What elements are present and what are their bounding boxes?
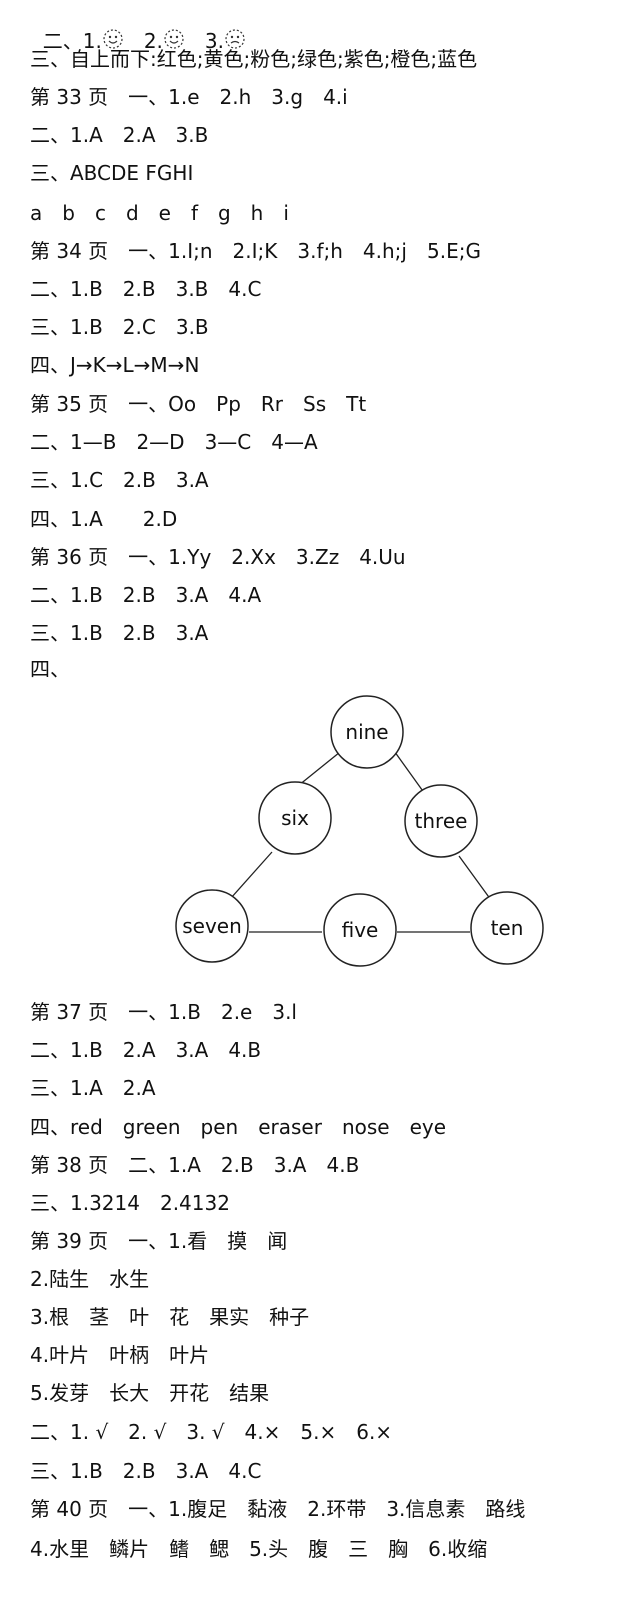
answer-line: 三、1.B 2.C 3.B [30, 315, 209, 339]
line-text: 2. [143, 29, 163, 53]
answer-line: 二、1.B 2.A 3.A 4.B [30, 1038, 262, 1062]
answer-line: 4.水里 鳞片 鳍 鳃 5.头 腹 三 胸 6.收缩 [30, 1537, 488, 1561]
answer-line: 第 40 页 一、1.腹足 黏液 2.环带 3.信息素 路线 [30, 1497, 526, 1521]
edge-line [391, 747, 426, 795]
node-label-six: six [281, 806, 309, 830]
answer-line: 第 34 页 一、1.I;n 2.I;K 3.f;h 4.h;j 5.E;G [30, 239, 481, 263]
answer-line: 三、1.A 2.A [30, 1076, 156, 1100]
answer-line: 5.发芽 长大 开花 结果 [30, 1381, 270, 1405]
node-circle-seven [175, 889, 249, 963]
answer-line: 四、1.A 2.D [30, 507, 178, 531]
smiley-face-icon [102, 28, 124, 56]
answer-line: 第 37 页 一、1.B 2.e 3.l [30, 1000, 297, 1024]
node-circle-nine [330, 695, 404, 769]
smiley-face-icon [163, 28, 185, 56]
edge-line [458, 855, 492, 901]
answer-line: 三、ABCDE FGHI [30, 161, 194, 185]
node-circle-five [323, 893, 397, 967]
answer-line: 四、 [30, 657, 70, 681]
answer-line: 三、1.3214 2.4132 [30, 1191, 230, 1215]
node-label-nine: nine [345, 720, 388, 744]
node-label-five: five [342, 918, 379, 942]
node-label-three: three [415, 809, 468, 833]
answer-line: 四、red green pen eraser nose eye [30, 1115, 447, 1139]
node-label-ten: ten [491, 916, 524, 940]
answer-line: 四、J→K→L→M→N [30, 353, 200, 377]
answer-line: a b c d e f g h i [30, 201, 289, 225]
line-text: 二、1. [42, 29, 102, 53]
node-label-seven: seven [182, 914, 242, 938]
node-circle-ten [470, 891, 544, 965]
answer-line: 第 39 页 一、1.看 摸 闻 [30, 1229, 288, 1253]
node-circle-three [404, 784, 478, 858]
answer-line: 第 36 页 一、1.Yy 2.Xx 3.Zz 4.Uu [30, 545, 406, 569]
edge-line [230, 851, 273, 899]
answer-line: 第 35 页 一、Oo Pp Rr Ss Tt [30, 392, 367, 416]
answer-line: 3.根 茎 叶 花 果实 种子 [30, 1305, 310, 1329]
answer-line: 第 33 页 一、1.e 2.h 3.g 4.i [30, 85, 348, 109]
answer-line: 2.陆生 水生 [30, 1267, 150, 1291]
answer-line-1: 二、1. 2. 3. [30, 2, 246, 56]
answer-line: 三、1.B 2.B 3.A [30, 621, 209, 645]
answer-line: 二、1.B 2.B 3.A 4.A [30, 583, 262, 607]
answer-line: 4.叶片 叶柄 叶片 [30, 1343, 210, 1367]
number-triangle-diagram: nine six three seven five ten [175, 695, 544, 967]
node-circle-six [258, 781, 332, 855]
line-text: 3. [204, 29, 224, 53]
answer-line: 第 38 页 二、1.A 2.B 3.A 4.B [30, 1153, 360, 1177]
answer-line: 三、自上而下:红色;黄色;粉色;绿色;紫色;橙色;蓝色 [30, 47, 478, 71]
answer-line: 二、1.A 2.A 3.B [30, 123, 209, 147]
answer-line: 三、1.C 2.B 3.A [30, 468, 209, 492]
answer-line: 二、1. √ 2. √ 3. √ 4.× 5.× 6.× [30, 1420, 393, 1444]
answer-line: 三、1.B 2.B 3.A 4.C [30, 1459, 262, 1483]
answer-line: 二、1.B 2.B 3.B 4.C [30, 277, 262, 301]
sad-face-icon [224, 28, 246, 56]
answer-line: 二、1—B 2—D 3—C 4—A [30, 430, 318, 454]
